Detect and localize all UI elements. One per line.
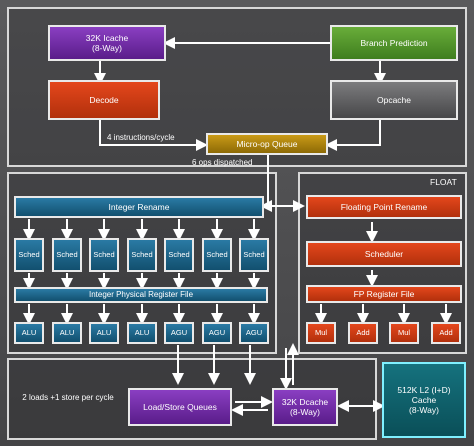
integer-prf-block: Integer Physical Register File — [14, 287, 268, 303]
integer-scheduler: Sched — [89, 238, 119, 272]
integer-unit-alu: ALU — [89, 322, 119, 344]
integer-unit-alu: ALU — [127, 322, 157, 344]
float-title: FLOAT — [430, 177, 457, 187]
integer-unit-agu: AGU — [202, 322, 232, 344]
micro-op-queue-block: Micro-op Queue — [206, 133, 328, 155]
integer-unit-agu: AGU — [239, 322, 269, 344]
integer-scheduler: Sched — [14, 238, 44, 272]
fp-scheduler-block: Scheduler — [306, 241, 462, 267]
load-store-queues-block: Load/Store Queues — [128, 388, 232, 426]
fp-unit-mul: Mul — [306, 322, 336, 344]
opcache-block: Opcache — [330, 80, 458, 120]
integer-scheduler: Sched — [127, 238, 157, 272]
l2-cache-block: 512K L2 (I+D) Cache (8-Way) — [382, 362, 466, 438]
decode-block: Decode — [48, 80, 160, 120]
integer-scheduler: Sched — [239, 238, 269, 272]
loads-store-label: 2 loads +1 store per cycle — [22, 393, 114, 402]
branch-prediction-block: Branch Prediction — [330, 25, 458, 61]
fp-unit-mul: Mul — [389, 322, 419, 344]
instructions-per-cycle-label: 4 instructions/cycle — [107, 133, 175, 142]
integer-scheduler: Sched — [164, 238, 194, 272]
integer-unit-alu: ALU — [14, 322, 44, 344]
integer-unit-agu: AGU — [164, 322, 194, 344]
ops-dispatched-label: 6 ops dispatched — [192, 158, 253, 167]
fp-unit-add: Add — [348, 322, 378, 344]
integer-scheduler: Sched — [202, 238, 232, 272]
integer-scheduler: Sched — [52, 238, 82, 272]
integer-rename-block: Integer Rename — [14, 196, 264, 218]
dcache-block: 32K Dcache (8-Way) — [272, 388, 338, 426]
fp-rename-block: Floating Point Rename — [306, 195, 462, 219]
fp-unit-add: Add — [431, 322, 461, 344]
fp-register-file-block: FP Register File — [306, 285, 462, 303]
integer-unit-alu: ALU — [52, 322, 82, 344]
icache-block: 32K Icache (8-Way) — [48, 25, 166, 61]
